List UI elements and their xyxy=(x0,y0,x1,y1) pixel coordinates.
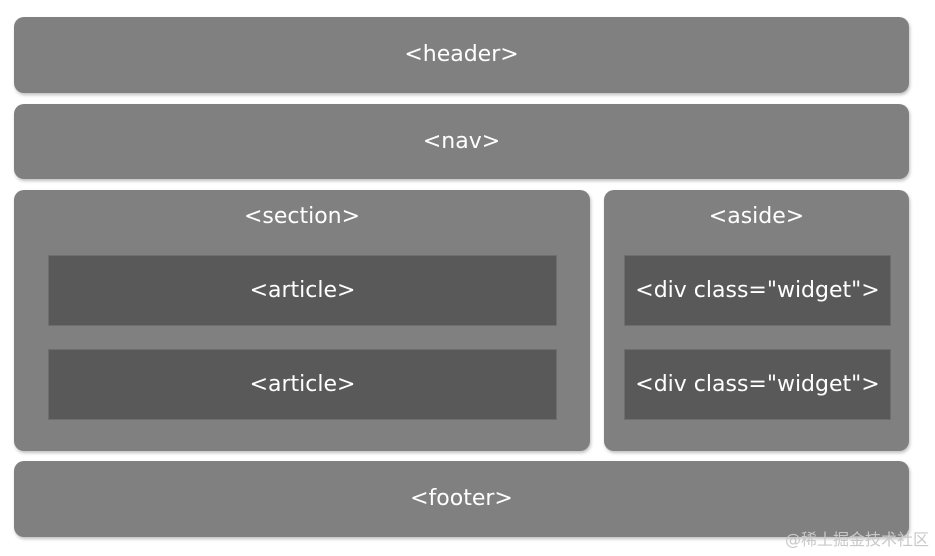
aside-box: <aside> <div class="widget"> <div class=… xyxy=(604,190,909,451)
nav-label: <nav> xyxy=(422,128,501,154)
header-box: <header> xyxy=(14,17,909,93)
aside-label: <aside> xyxy=(708,204,805,229)
section-label: <section> xyxy=(243,204,361,229)
article-box: <article> xyxy=(48,349,557,420)
widget-label: <div class="widget"> xyxy=(635,278,880,303)
article-box: <article> xyxy=(48,255,557,326)
article-label: <article> xyxy=(249,278,356,303)
watermark-text: @稀土掘金技术社区 xyxy=(784,530,929,549)
widget-box: <div class="widget"> xyxy=(624,255,891,326)
footer-label: <footer> xyxy=(410,486,513,511)
footer-box: <footer> xyxy=(14,461,909,537)
section-box: <section> <article> <article> xyxy=(14,190,590,451)
article-label: <article> xyxy=(249,372,356,397)
nav-box: <nav> xyxy=(14,104,909,179)
widget-box: <div class="widget"> xyxy=(624,349,891,420)
widget-label: <div class="widget"> xyxy=(635,372,880,397)
header-label: <header> xyxy=(404,42,519,67)
